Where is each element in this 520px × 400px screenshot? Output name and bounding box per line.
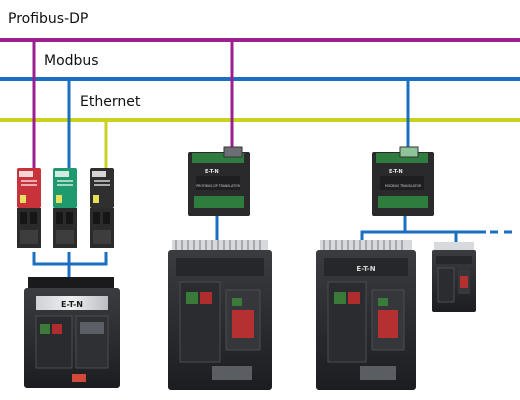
circuit-breaker-4 xyxy=(432,242,476,312)
circuit-breaker-3: E-T-N xyxy=(316,240,416,390)
profibus-translator: PROFIBUS-DP TRANSLATOR E-T-N xyxy=(188,146,250,216)
modbus-translator-caption: MODBUS TRANSLATOR xyxy=(385,184,422,188)
modbus-translator-to-breakers xyxy=(360,214,407,242)
modbus-translator-logo: E-T-N xyxy=(389,169,403,175)
comm-module-3 xyxy=(90,168,114,248)
circuit-breaker-1: E-T-N xyxy=(24,277,120,388)
modbus-label: Modbus xyxy=(44,53,99,69)
comm-module-2 xyxy=(53,168,77,248)
profibus-translator-logo: E-T-N xyxy=(205,169,219,175)
breaker-1-logo: E-T-N xyxy=(61,300,83,309)
ethernet-label: Ethernet xyxy=(80,94,141,110)
modbus-translator: MODBUS TRANSLATOR E-T-N xyxy=(372,146,434,216)
profibus-translator-caption: PROFIBUS-DP TRANSLATOR xyxy=(196,184,240,188)
profibus-dp-label: Profibus-DP xyxy=(8,11,89,27)
communication-modules xyxy=(17,168,114,248)
device-links xyxy=(32,214,518,282)
comm-module-1 xyxy=(17,168,41,248)
circuit-breaker-2 xyxy=(168,240,272,390)
bus-lines xyxy=(0,38,520,122)
breaker-3-logo: E-T-N xyxy=(356,265,375,273)
drop-lines xyxy=(32,40,410,170)
